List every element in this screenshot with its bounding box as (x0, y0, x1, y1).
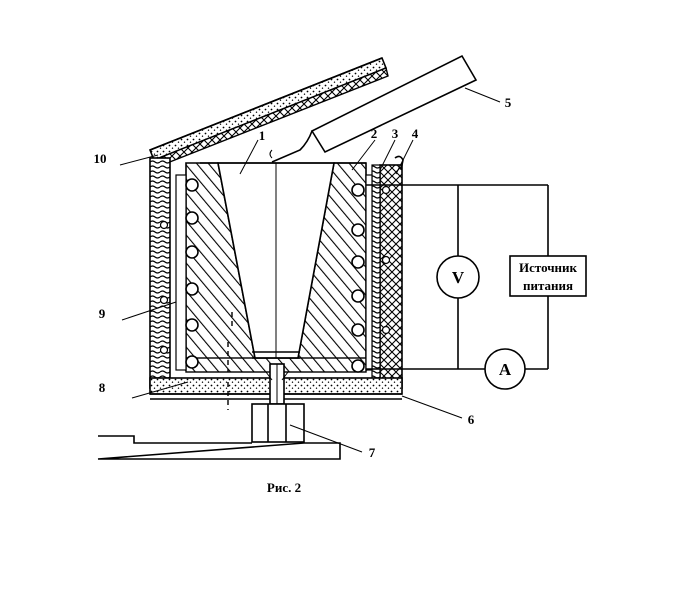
voltmeter-circle (436, 255, 480, 299)
label-1: 1 (259, 128, 266, 143)
label-4: 4 (412, 126, 419, 141)
label-9: 9 (99, 306, 106, 321)
leader-lines (119, 87, 501, 453)
power-source-box: Источник питания (509, 255, 587, 297)
outer-casing (149, 157, 403, 400)
power-source-line1: Источник (519, 260, 578, 275)
internal-lead (227, 312, 233, 410)
furnace-lid (148, 56, 389, 168)
power-source-rect (509, 255, 587, 297)
label-10: 10 (94, 151, 107, 166)
ammeter-symbol: A (499, 360, 512, 379)
outlet-and-base (97, 363, 341, 460)
label-3: 3 (392, 126, 399, 141)
figure-caption: Рис. 2 (267, 480, 301, 495)
label-8: 8 (99, 380, 106, 395)
electrical-circuit (366, 184, 549, 370)
ammeter-circle (484, 348, 526, 390)
label-7: 7 (369, 445, 376, 460)
part-labels: 1 2 3 4 5 6 7 8 9 10 (94, 95, 512, 460)
power-source-line2: питания (523, 278, 573, 293)
voltmeter-symbol: V (452, 268, 465, 287)
label-5: 5 (505, 95, 512, 110)
ammeter: A (484, 348, 526, 390)
voltmeter: V (436, 255, 480, 299)
crucible (200, 162, 366, 359)
thermocouple-rod (269, 54, 478, 163)
heating-coil-right (351, 155, 404, 373)
label-2: 2 (371, 126, 378, 141)
label-6: 6 (468, 412, 475, 427)
heating-coil-left (159, 174, 199, 371)
